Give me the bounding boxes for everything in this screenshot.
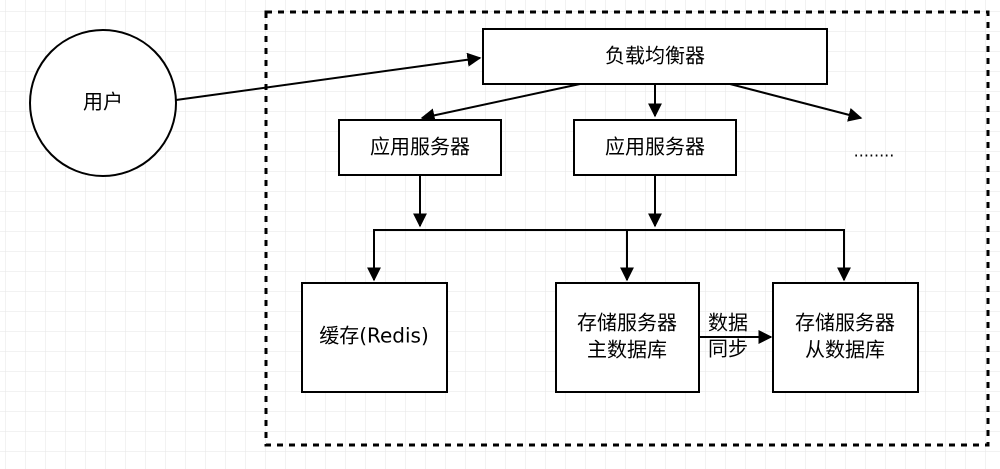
edge-lb-to-app-server-1	[420, 83, 581, 123]
app-server-2-label: 应用服务器	[605, 135, 705, 159]
storage-slave-line-2: 从数据库	[805, 338, 885, 362]
user-node[interactable]: 用户	[29, 29, 177, 177]
app-server-1-label: 应用服务器	[370, 135, 470, 159]
more-servers-ellipsis: ........	[854, 142, 895, 161]
edge-lb-to-more-servers	[729, 83, 863, 122]
storage-master-node[interactable]: 存储服务器 主数据库	[555, 282, 700, 393]
user-label: 用户	[83, 90, 123, 114]
app-server-2-node[interactable]: 应用服务器	[573, 119, 737, 176]
server-boundary	[264, 10, 990, 447]
edge-user-to-load-balancer	[175, 52, 482, 101]
cache-node[interactable]: 缓存(Redis)	[301, 282, 448, 393]
storage-slave-line-1: 存储服务器	[795, 311, 895, 335]
sync-label-line-2: 同步	[708, 337, 748, 361]
storage-slave-node[interactable]: 存储服务器 从数据库	[772, 282, 919, 393]
app-server-1-node[interactable]: 应用服务器	[338, 119, 502, 176]
load-balancer-node[interactable]: 负载均衡器	[482, 28, 828, 85]
load-balancer-label: 负载均衡器	[605, 44, 705, 68]
storage-master-line-2: 主数据库	[587, 338, 667, 362]
sync-label-line-1: 数据	[708, 311, 748, 335]
cache-label: 缓存(Redis)	[319, 324, 429, 348]
storage-master-line-1: 存储服务器	[577, 311, 677, 335]
